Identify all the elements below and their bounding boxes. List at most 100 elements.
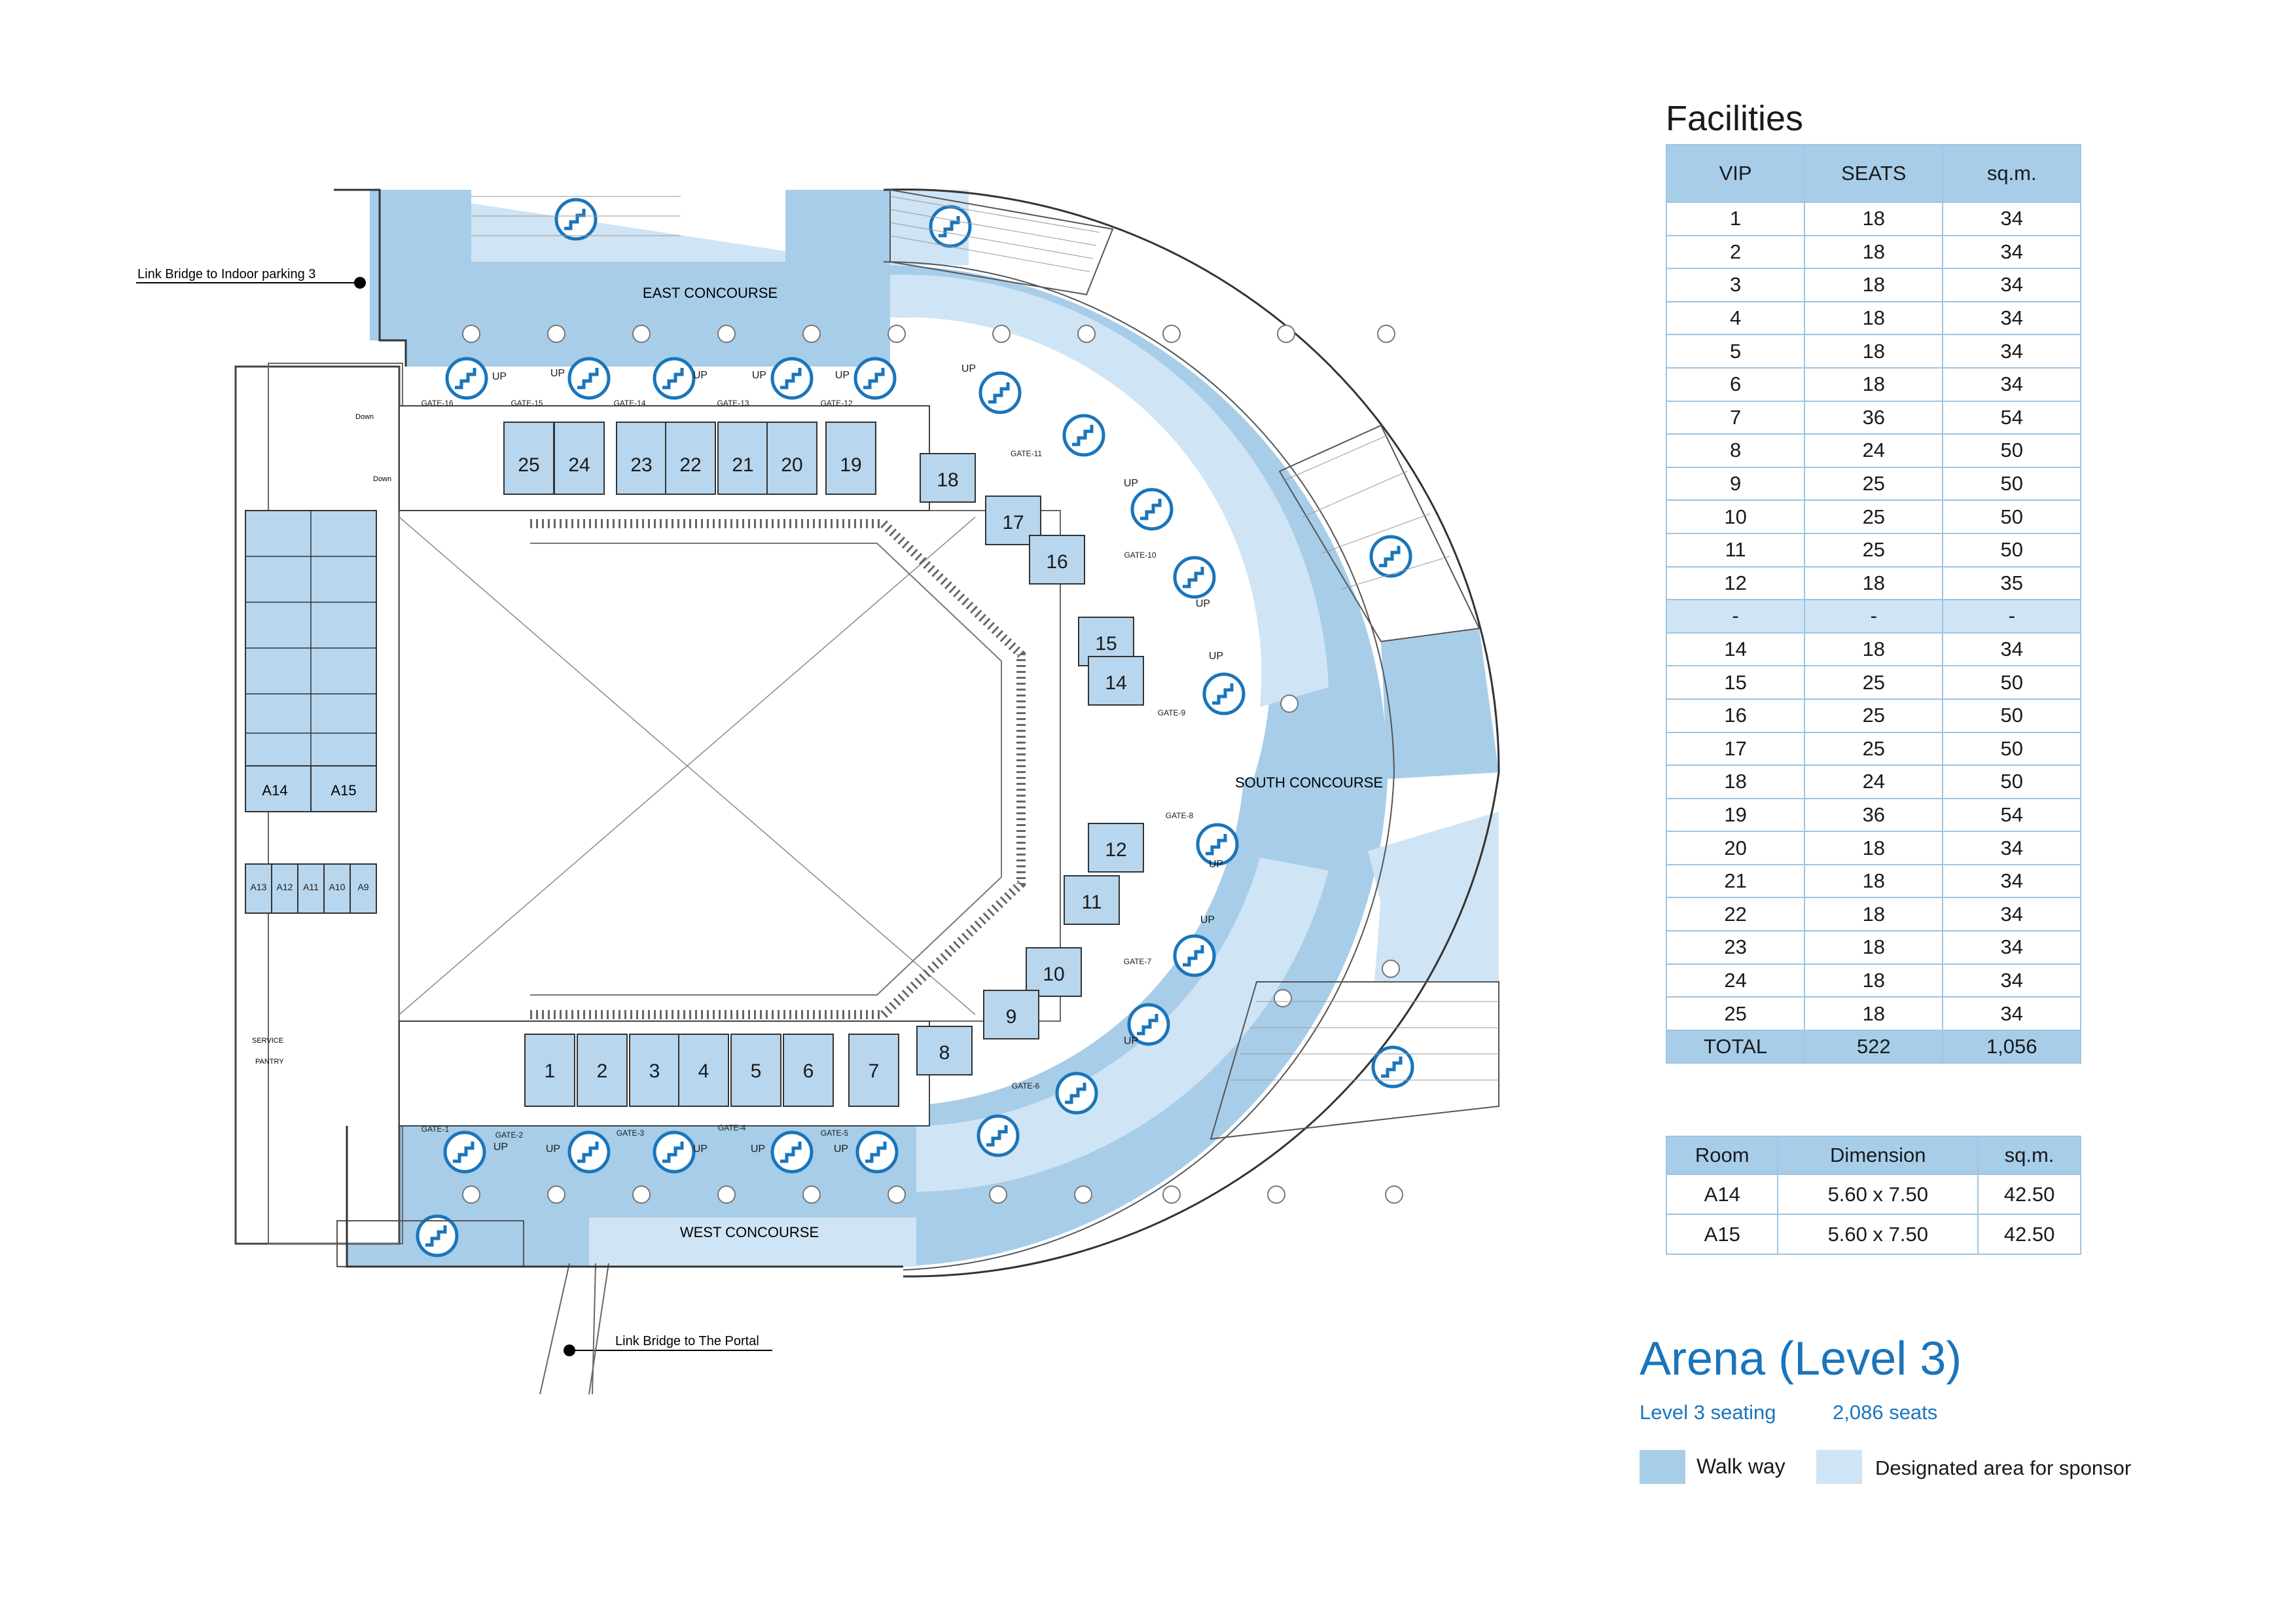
- stair-steps: [1379, 546, 1401, 568]
- table-cell: 25: [1804, 665, 1944, 700]
- stair-steps: [986, 1125, 1008, 1147]
- stair-steps: [1065, 1083, 1086, 1104]
- stair-steps: [455, 368, 476, 389]
- table-cell: 7: [1665, 400, 1806, 435]
- table-cell: 50: [1942, 731, 2081, 767]
- stair-steps: [1072, 425, 1094, 446]
- vip-box-number: 15: [1095, 633, 1117, 655]
- vip-box-number: 20: [781, 454, 802, 476]
- column: [462, 1185, 480, 1204]
- vip-box-number: 14: [1105, 672, 1126, 694]
- column: [717, 325, 736, 343]
- stair-icon: [567, 1130, 611, 1174]
- table-cell: 3: [1665, 268, 1806, 302]
- stair-steps: [577, 368, 599, 389]
- gate-label: GATE-7: [1124, 957, 1152, 966]
- stair-icon: [416, 1214, 459, 1257]
- stair-icon: [929, 205, 972, 248]
- table-cell: 42.50: [1977, 1174, 2081, 1215]
- table-cell: 50: [1942, 765, 2081, 799]
- table-cell: 5.60 x 7.50: [1777, 1174, 1979, 1215]
- table-cell: 54: [1942, 400, 2081, 435]
- column: [989, 1185, 1007, 1204]
- table-cell: 25: [1804, 698, 1944, 733]
- walkway-swatch: [1640, 1450, 1685, 1484]
- vip-box-number: 4: [698, 1060, 709, 1082]
- outer-wall: [883, 189, 1500, 1278]
- table-cell: 18: [1804, 863, 1944, 899]
- stair-icon: [853, 357, 897, 400]
- table-cell: 22: [1665, 897, 1806, 932]
- room-label: A9: [357, 882, 368, 892]
- vip-box-number: 19: [840, 454, 861, 476]
- table-cell: 34: [1942, 268, 2081, 302]
- gate-label: GATE-2: [495, 1130, 524, 1140]
- building-frame: [346, 1126, 903, 1268]
- stair-icon: [653, 1130, 696, 1174]
- vip-box-number: 18: [937, 469, 958, 491]
- table-cell: 34: [1942, 334, 2081, 369]
- walkway-area: [1381, 628, 1499, 779]
- sponsor-area: [890, 274, 1329, 707]
- table-cell: 18: [1804, 963, 1944, 998]
- table-cell: 34: [1942, 234, 2081, 270]
- outer-wall: [883, 261, 1395, 1271]
- vip-box-number: 3: [649, 1060, 660, 1082]
- gate-label: GATE-8: [1166, 811, 1194, 820]
- table-cell: 18: [1804, 268, 1944, 302]
- table-cell: 34: [1942, 897, 2081, 932]
- table-cell: 34: [1942, 930, 2081, 965]
- gate-label: GATE-13: [717, 399, 749, 408]
- parking-link-dot: [354, 277, 366, 289]
- table-cell: 25: [1804, 466, 1944, 501]
- stair-icon: [770, 1130, 814, 1174]
- stair-icon: [554, 198, 598, 241]
- walkway-area: [383, 190, 969, 265]
- table-cell: 14: [1665, 632, 1806, 667]
- table-cell: 4: [1665, 300, 1806, 336]
- table-cell: 15: [1665, 665, 1806, 700]
- table-cell: -: [1804, 599, 1944, 634]
- table-cell: 18: [1804, 566, 1944, 601]
- up-label: UP: [1209, 859, 1223, 870]
- table-cell: 1: [1665, 202, 1806, 236]
- table-cell: 25: [1804, 731, 1944, 767]
- vip-box: [766, 422, 817, 495]
- up-label: UP: [493, 1142, 508, 1153]
- vip-box: [916, 1026, 973, 1075]
- room-label: A10: [329, 882, 346, 892]
- pantry-label: PANTRY: [255, 1058, 284, 1066]
- stair-steps: [577, 1142, 599, 1163]
- up-label: UP: [693, 370, 708, 381]
- up-label: UP: [751, 1144, 765, 1155]
- table-cell: 34: [1942, 831, 2081, 865]
- vip-box-number: 25: [518, 454, 539, 476]
- stair-steps: [863, 368, 885, 389]
- seat-count: 2,086 seats: [1833, 1401, 1938, 1424]
- table-cell: 16: [1665, 698, 1806, 733]
- table-cell: 34: [1942, 367, 2081, 402]
- gate-label: GATE-10: [1124, 550, 1156, 560]
- small-room: [271, 863, 298, 914]
- facilities-title: Facilities: [1666, 99, 1804, 138]
- table-cell: 34: [1942, 863, 2081, 899]
- table-cell: 8: [1665, 433, 1806, 468]
- arena-floor: [399, 510, 1061, 1022]
- seating-label: Level 3 seating: [1640, 1401, 1776, 1424]
- gate-label: GATE-16: [421, 399, 453, 408]
- table-cell: 35: [1942, 566, 2081, 601]
- building-frame: [334, 189, 407, 367]
